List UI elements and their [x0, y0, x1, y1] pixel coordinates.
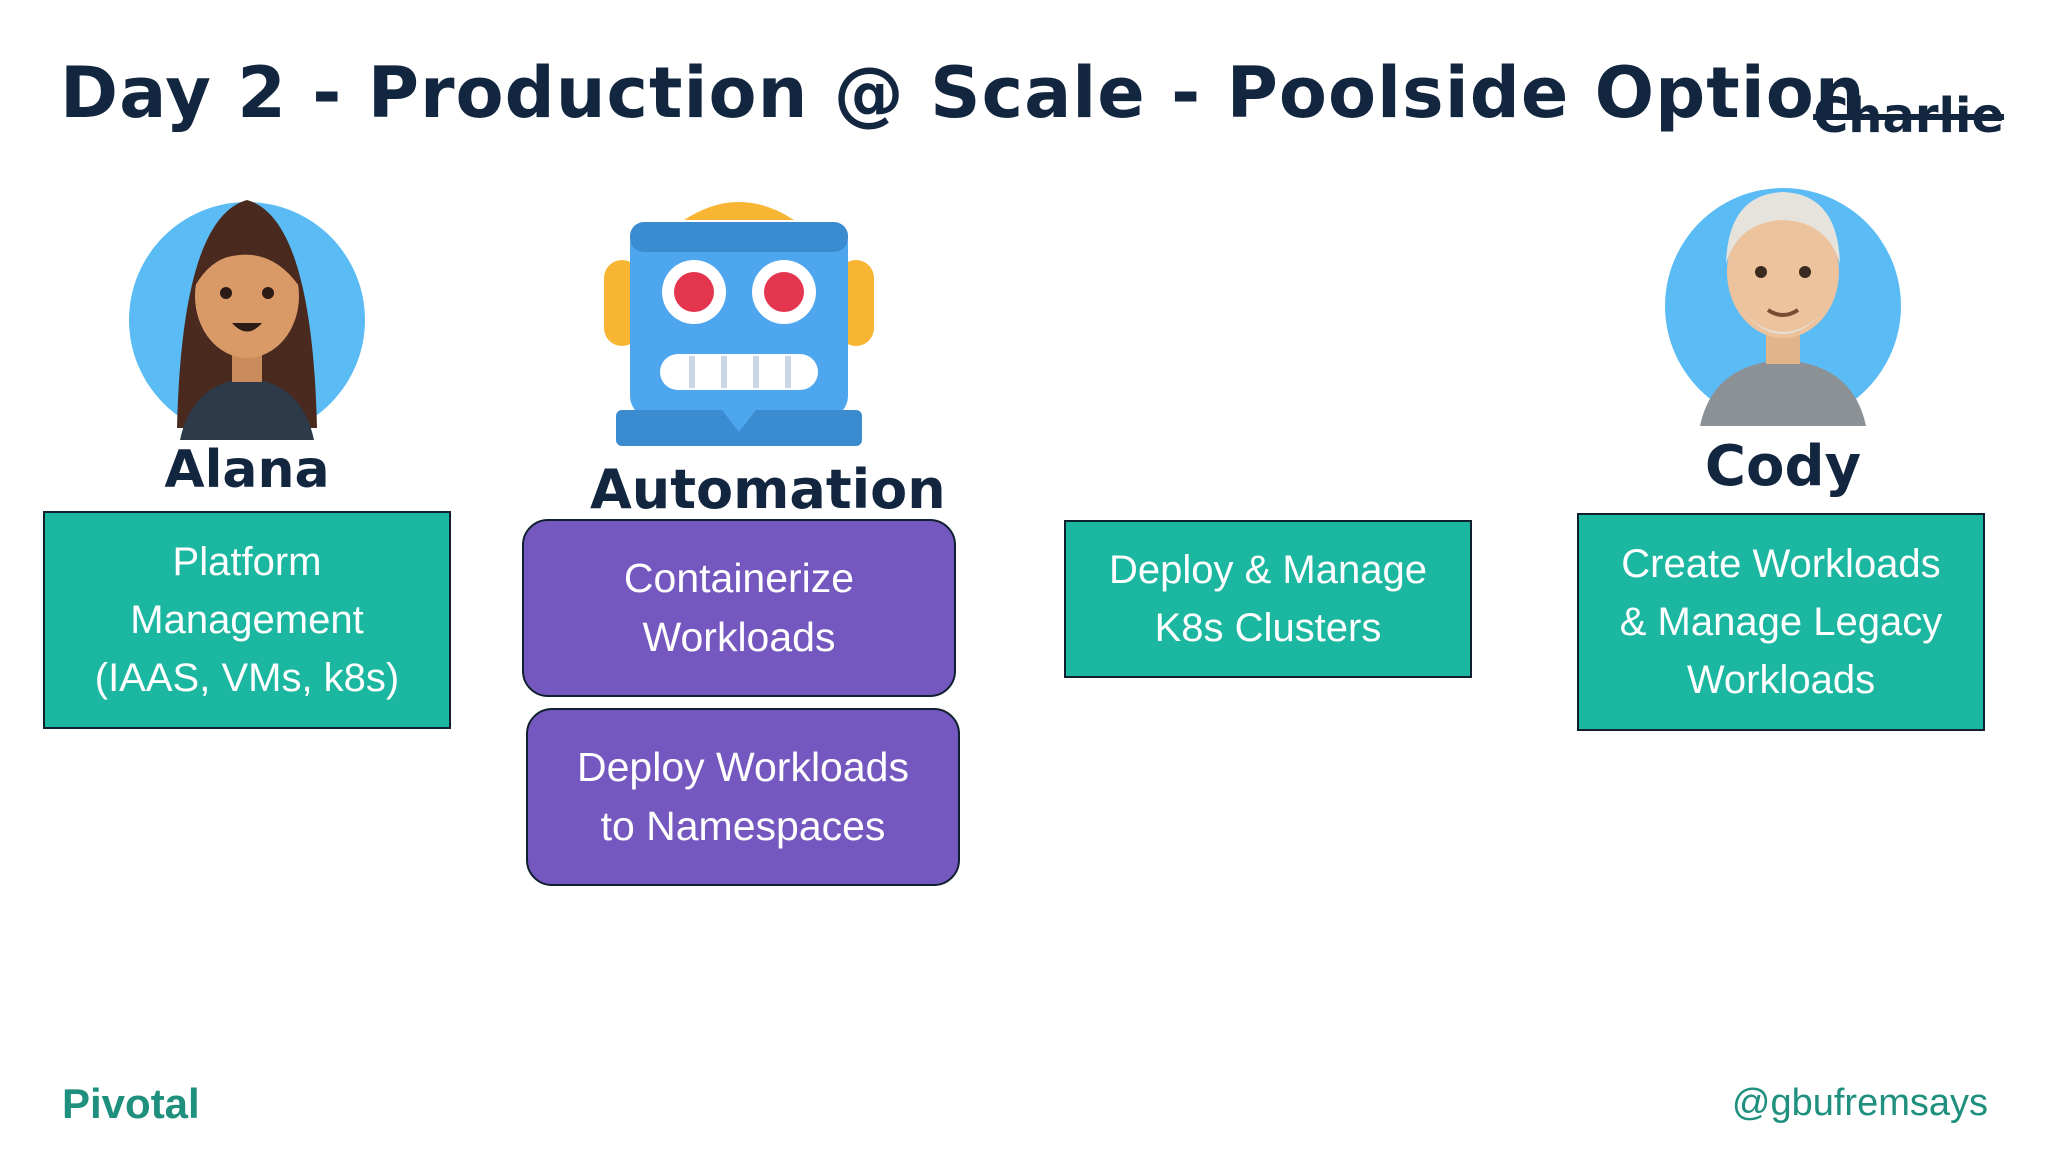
automation-label: Automation: [590, 458, 946, 521]
pivotal-logo: Pivotal: [62, 1080, 200, 1127]
struck-persona-name: Charlie: [1813, 88, 2004, 144]
deploy-manage-clusters-box: Deploy & Manage K8s Clusters: [1064, 520, 1472, 678]
twitter-handle: @gbufremsays: [1731, 1082, 1988, 1124]
containerize-workloads-box: Containerize Workloads: [522, 519, 956, 697]
cody-avatar-icon: [1665, 188, 1901, 426]
cody-label: Cody: [1704, 434, 1862, 499]
alana-label: Alana: [164, 440, 330, 500]
create-workloads-box: Create Workloads & Manage Legacy Workloa…: [1577, 513, 1985, 731]
slide-title: Day 2 - Production @ Scale - Poolside Op…: [60, 52, 1866, 134]
platform-management-box: Platform Management (IAAS, VMs, k8s): [43, 511, 451, 729]
automation-robot-icon: [604, 202, 874, 446]
deploy-workloads-box: Deploy Workloads to Namespaces: [526, 708, 960, 886]
alana-avatar-icon: [129, 200, 365, 440]
